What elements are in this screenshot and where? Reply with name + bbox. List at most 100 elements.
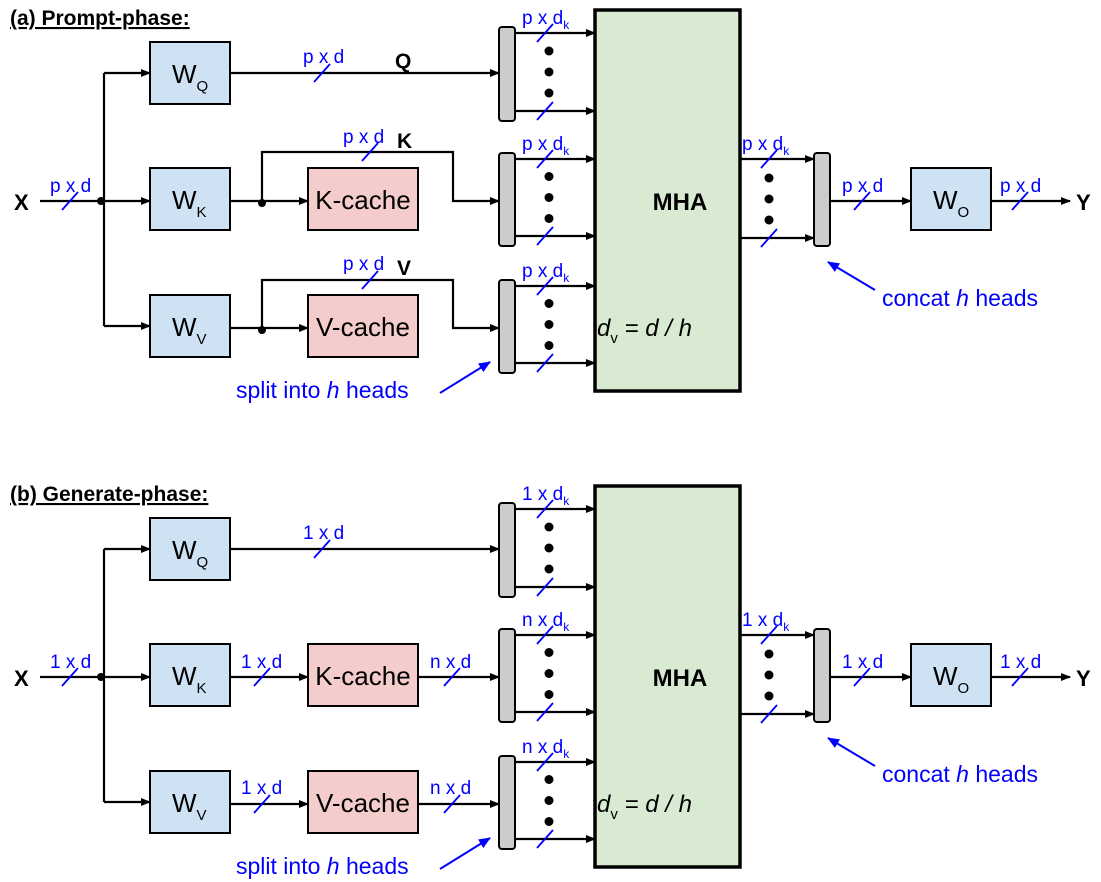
wo-block — [910, 167, 992, 231]
wq-block — [149, 517, 231, 581]
input-x-label: X — [14, 666, 29, 691]
v-cache-block — [307, 770, 419, 834]
split-annotation: split into h heads — [236, 377, 409, 403]
ellipsis-dot — [764, 691, 774, 701]
wk-out-dim-label: 1 x d — [241, 652, 282, 673]
k-cache-block — [307, 167, 419, 231]
split-v-block — [498, 755, 516, 850]
bus-width-slash — [313, 63, 331, 83]
wo-block — [910, 643, 992, 707]
panel-prompt: (a) Prompt-phase:Xp x dWQWKWVK-cacheV-ca… — [10, 7, 1091, 403]
output-dim-label: p x d — [1000, 176, 1041, 197]
bus-width-slash — [1011, 667, 1029, 687]
ellipsis-dot — [544, 299, 554, 308]
q-dim-label: 1 x d — [303, 523, 344, 544]
panel-generate: (b) Generate-phase:X1 x dWQWKWVK-cacheV-… — [10, 483, 1091, 879]
concat-in-dim-label: p x dk — [742, 134, 790, 158]
dv-formula: dv = d / h — [597, 791, 692, 823]
ellipsis-dot — [544, 648, 554, 657]
wv-block — [149, 294, 231, 358]
split-k-block — [498, 628, 516, 723]
wv-block-label: WV — [172, 788, 207, 824]
bus-width-slash — [1011, 191, 1029, 211]
concat-in-dim-label: 1 x dk — [742, 610, 790, 634]
bus-width-slash — [61, 191, 79, 211]
ellipsis-dot — [544, 320, 554, 329]
wk-block — [149, 643, 231, 707]
bus-width-slash — [536, 226, 554, 246]
ellipsis-dot — [544, 341, 554, 350]
bus-width-slash — [61, 667, 79, 687]
ellipsis-dot — [544, 775, 554, 784]
mha-label: MHA — [653, 189, 708, 216]
bus-width-slash — [760, 704, 778, 724]
v-cache-block — [307, 294, 419, 358]
k-cache-block-label: K-cache — [315, 661, 410, 691]
head-v-dim-label: n x dk — [522, 737, 570, 761]
bus-width-slash — [760, 625, 778, 645]
bus-width-slash — [536, 149, 554, 169]
output-dim-label: 1 x d — [1000, 652, 1041, 673]
concat-arrow-icon — [827, 261, 876, 291]
q-label: Q — [395, 50, 411, 73]
v-dim-label: p x d — [343, 254, 384, 275]
mha-label: MHA — [653, 665, 708, 692]
ellipsis-dot — [544, 564, 554, 574]
bus-width-slash — [443, 794, 461, 814]
bus-width-slash — [253, 794, 271, 814]
split-annotation: split into h heads — [236, 853, 409, 879]
mha-block — [593, 484, 742, 869]
input-dim-label: 1 x d — [50, 652, 91, 673]
k-dim-label: p x d — [343, 127, 384, 148]
split-q-block — [498, 26, 516, 122]
bus-width-slash — [536, 23, 554, 43]
bus-width-slash — [760, 228, 778, 248]
head-q-dim-label: p x dk — [522, 8, 570, 32]
wq-block-label: WQ — [172, 535, 208, 571]
concat-out-dim-label: p x d — [842, 176, 883, 197]
ellipsis-dot — [764, 670, 774, 680]
ellipsis-dot — [764, 194, 774, 204]
wv-block — [149, 770, 231, 834]
ellipsis-dot — [544, 543, 554, 553]
bus-width-slash — [313, 539, 331, 559]
v-label: V — [397, 257, 411, 280]
v-cache-block-label: V-cache — [316, 788, 410, 818]
split-arrow-icon — [439, 837, 491, 870]
concat-annotation: concat h heads — [882, 761, 1038, 787]
bus-width-slash — [536, 625, 554, 645]
input-dim-label: p x d — [50, 176, 91, 197]
ellipsis-dot — [544, 193, 554, 202]
dv-formula: dv = d / h — [597, 315, 692, 347]
bus-width-slash — [760, 149, 778, 169]
k-cache-block — [307, 643, 419, 707]
v-cache-block-label: V-cache — [316, 312, 410, 342]
head-v-dim-label: p x dk — [522, 261, 570, 285]
wo-block-label: WO — [933, 185, 969, 221]
bus-width-slash — [536, 499, 554, 519]
q-dim-label: p x d — [303, 47, 344, 68]
concat-annotation: concat h heads — [882, 285, 1038, 311]
bus-width-slash — [253, 667, 271, 687]
ellipsis-dot — [544, 817, 554, 826]
wk-block-label: WK — [172, 661, 207, 697]
ellipsis-dot — [544, 46, 554, 56]
concat-block — [813, 628, 831, 723]
wk-block — [149, 167, 231, 231]
mha-block — [593, 8, 742, 393]
bus-width-slash — [536, 353, 554, 373]
k-cache-block-label: K-cache — [315, 185, 410, 215]
head-k-dim-label: n x dk — [522, 610, 570, 634]
ellipsis-dot — [764, 649, 774, 659]
ellipsis-dot — [544, 67, 554, 77]
bus-width-slash — [853, 667, 871, 687]
ellipsis-dot — [544, 690, 554, 699]
ellipsis-dot — [764, 173, 774, 183]
ellipsis-dot — [544, 88, 554, 98]
ellipsis-dot — [544, 522, 554, 532]
wk-block-label: WK — [172, 185, 207, 221]
bus-width-slash — [361, 142, 379, 162]
ellipsis-dot — [544, 172, 554, 181]
split-v-block — [498, 279, 516, 374]
